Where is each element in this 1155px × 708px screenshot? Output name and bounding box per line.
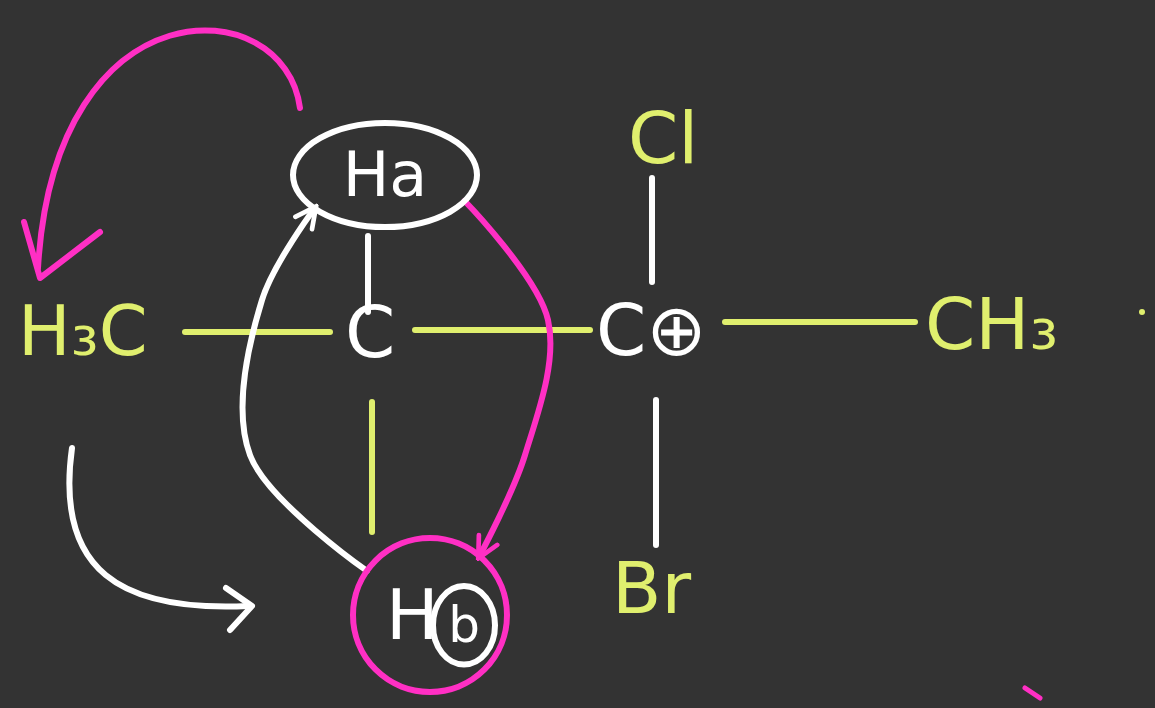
atom-label: Br [612,552,691,624]
arrow-head [24,222,100,278]
node-text: H [386,580,439,650]
stray-mark [1025,688,1040,698]
circled-letter: b [430,583,498,668]
shift-arrow [465,201,551,556]
node-text: b [448,600,480,650]
outline-ellipse [293,123,477,227]
cation-label: C⊕ [596,294,707,366]
bond-line [649,178,655,282]
shift-arrow [69,448,248,607]
outline-ellipse [433,586,495,665]
shift-arrow [38,30,300,268]
bond-line [653,400,659,545]
circled-atom: Hb [350,535,510,695]
atom-label: Cl [628,102,698,174]
shift-arrow [243,208,367,570]
outline-ellipse [353,538,507,692]
bond-line [369,402,375,532]
atom-label: C [345,296,395,368]
bond-line [415,327,590,333]
bond-line [725,319,915,325]
group-label: CH₃ [925,288,1058,360]
stray-dot [1139,309,1145,315]
arrow-head [226,588,252,630]
group-label: H₃C [18,296,148,366]
node-text: Ha [343,144,428,206]
bond-line [185,329,330,335]
circled-atom: Ha [290,120,480,230]
